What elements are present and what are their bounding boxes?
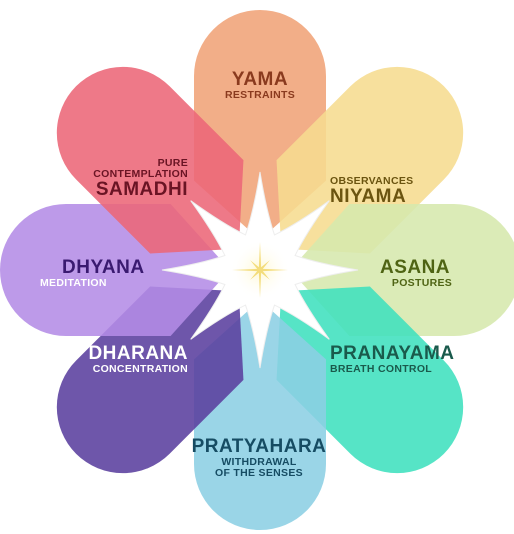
- asana-meaning: POSTURES: [391, 276, 453, 289]
- niyama-name: NIYAMA: [330, 186, 407, 208]
- sparkle-star-icon: [232, 242, 288, 298]
- petal-dharana-label: DHARANA CONCENTRATION: [60, 344, 188, 375]
- samadhi-meaning-line1: PURE: [157, 157, 188, 169]
- petal-asana-label: ASANA POSTURES: [370, 258, 460, 289]
- asana-name: ASANA: [379, 257, 451, 278]
- pratyahara-meaning-line2: OF THE SENSES: [215, 466, 303, 479]
- niyama-meaning: OBSERVANCES: [330, 175, 414, 187]
- petal-samadhi-label: PURE CONTEMPLATION SAMADHI: [60, 157, 188, 201]
- petal-dhyana-label: DHYANA MEDITATION: [40, 258, 145, 289]
- pranayama-meaning: BREATH CONTROL: [330, 362, 432, 375]
- center-flower: [161, 171, 359, 369]
- dharana-meaning: CONCENTRATION: [92, 362, 188, 375]
- dhyana-meaning: MEDITATION: [40, 276, 107, 289]
- petal-pranayama-label: PRANAYAMA BREATH CONTROL: [330, 344, 455, 375]
- petal-niyama-label: OBSERVANCES NIYAMA: [330, 175, 414, 208]
- yama-meaning: RESTRAINTS: [224, 88, 296, 101]
- samadhi-name: SAMADHI: [95, 179, 188, 201]
- samadhi-meaning-line2: CONTEMPLATION: [93, 168, 188, 181]
- pratyahara-name: PRATYAHARA: [191, 436, 327, 457]
- dharana-name: DHARANA: [88, 343, 188, 364]
- petal-pratyahara-label: PRATYAHARA WITHDRAWAL OF THE SENSES: [184, 437, 334, 479]
- yama-name: YAMA: [231, 69, 289, 90]
- petal-yama-label: YAMA RESTRAINTS: [190, 70, 330, 101]
- pranayama-name: PRANAYAMA: [330, 343, 455, 364]
- pratyahara-meaning-line1: WITHDRAWAL: [221, 455, 297, 468]
- dhyana-name: DHYANA: [62, 257, 145, 278]
